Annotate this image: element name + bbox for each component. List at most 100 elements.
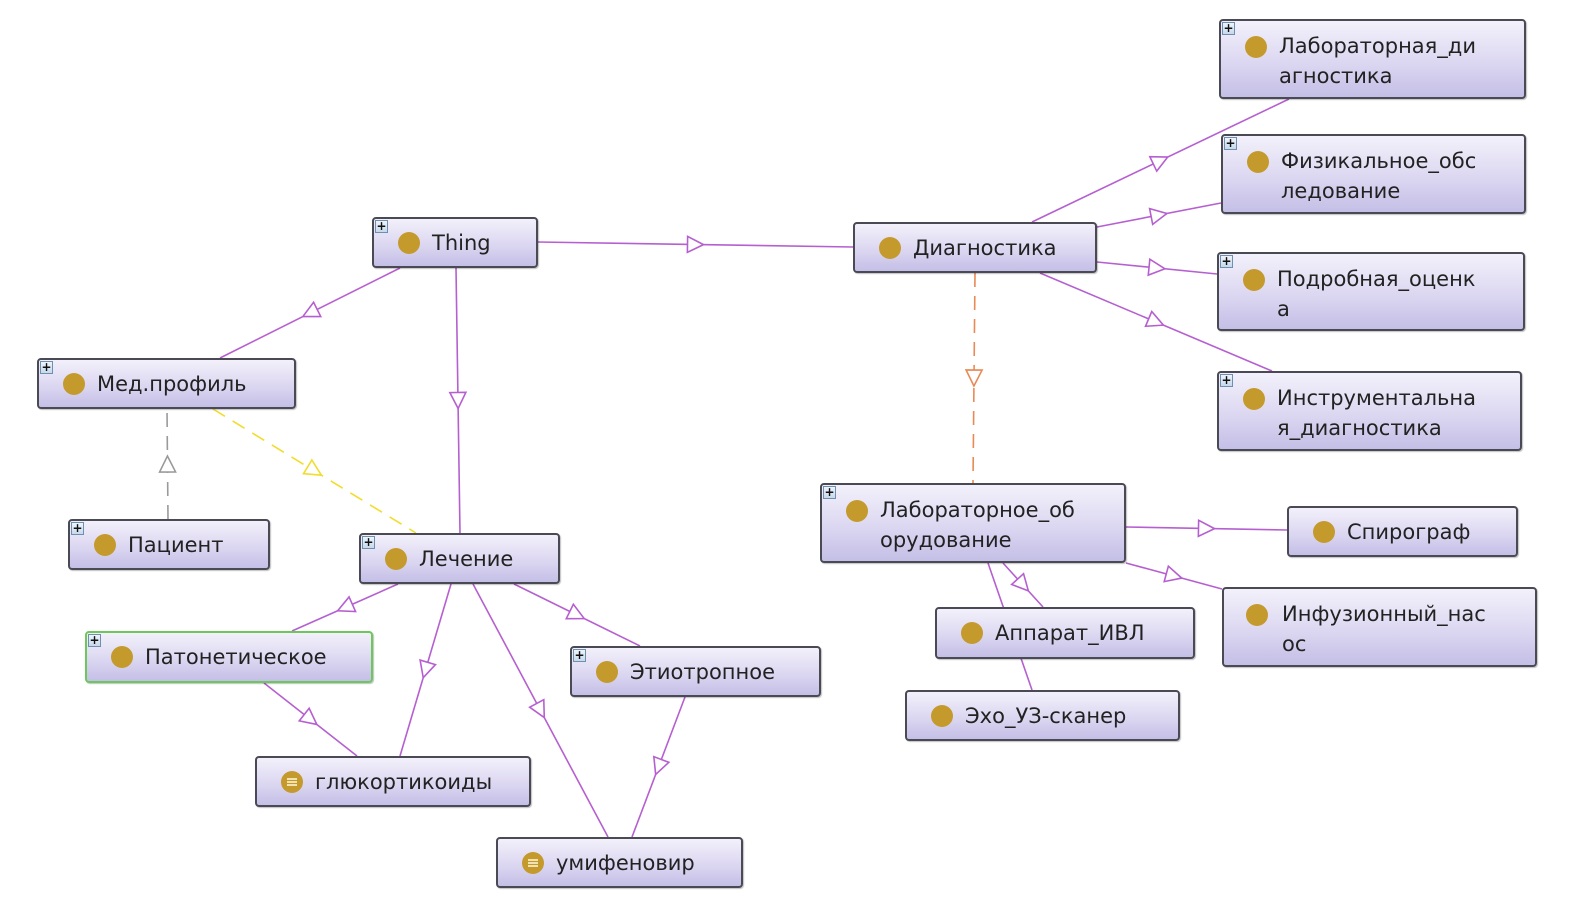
node-treatment[interactable]: + Лечение xyxy=(359,533,560,584)
edge-treatment-to-etiotropic xyxy=(513,583,641,647)
edge-lab-equipment-to-infusion-pump xyxy=(1125,562,1223,590)
subclass-arrowhead-icon xyxy=(964,369,984,388)
node-patient[interactable]: + Пациент xyxy=(68,519,270,570)
class-circle-icon xyxy=(1313,521,1335,543)
node-instrumental-diagnostics[interactable]: + Инструментальна я_диагностика xyxy=(1217,371,1522,451)
node-label: Этиотропное xyxy=(630,660,776,684)
node-pathogenetic[interactable]: + Патонетическое xyxy=(85,631,373,683)
node-ultrasound-scanner[interactable]: Эхо_УЗ-сканер xyxy=(905,690,1180,741)
subclass-arrowhead-icon xyxy=(1148,155,1170,173)
node-lab-diagnostics[interactable]: + Лабораторная_ди агностика xyxy=(1219,19,1526,99)
class-circle-icon xyxy=(596,661,618,683)
edge-lab-equipment-to-spirograph xyxy=(1125,519,1288,538)
node-infusion-pump[interactable]: Инфузионный_нас ос xyxy=(1222,587,1537,667)
subclass-arrowhead-icon xyxy=(448,391,468,411)
edge-treatment-to-glucocorticoids xyxy=(399,583,452,757)
expand-plus-icon[interactable]: + xyxy=(71,521,84,535)
individual-icon xyxy=(522,852,544,874)
subclass-arrowhead-icon xyxy=(1147,257,1167,277)
subclass-arrowhead-icon xyxy=(336,595,357,613)
subclass-arrowhead-icon xyxy=(1148,207,1169,226)
expand-plus-icon[interactable]: + xyxy=(1224,136,1237,150)
node-label: Физикальное_обс ледование xyxy=(1281,149,1477,203)
expand-plus-icon[interactable]: + xyxy=(1222,21,1235,35)
expand-plus-icon[interactable]: + xyxy=(1220,254,1233,268)
edge-pathogenetic-to-glucocorticoids xyxy=(263,682,358,757)
subclass-arrowhead-icon xyxy=(301,300,323,318)
subclass-arrowhead-icon xyxy=(158,454,177,473)
node-physical-exam[interactable]: + Физикальное_обс ледование xyxy=(1221,134,1526,214)
class-circle-icon xyxy=(63,373,85,395)
subclass-arrowhead-icon xyxy=(565,602,586,620)
expand-plus-icon[interactable]: + xyxy=(88,633,101,647)
edge-diagnostics-to-detailed-eval xyxy=(1096,257,1218,277)
node-label: Инфузионный_нас ос xyxy=(1282,602,1486,656)
class-circle-icon xyxy=(94,534,116,556)
node-label: умифеновир xyxy=(556,851,695,875)
expand-plus-icon[interactable]: + xyxy=(823,485,836,499)
edge-etiotropic-to-umifenovir xyxy=(631,696,686,838)
node-label: Пациент xyxy=(128,533,224,557)
node-label: Эхо_УЗ-сканер xyxy=(965,704,1127,728)
expand-plus-icon[interactable]: + xyxy=(375,219,388,233)
node-label: глюкортикоиды xyxy=(315,770,493,794)
subclass-arrowhead-icon xyxy=(419,658,437,680)
class-circle-icon xyxy=(846,500,868,522)
node-diagnostics[interactable]: Диагностика xyxy=(853,222,1097,273)
node-detailed-evaluation[interactable]: + Подробная_оценк а xyxy=(1217,252,1525,331)
edge-diagnostics-to-instr-diag xyxy=(1039,272,1273,372)
subclass-arrowhead-icon xyxy=(1163,564,1184,583)
subclass-arrowhead-icon xyxy=(297,706,319,726)
subclass-arrowhead-icon xyxy=(652,755,671,777)
subclass-arrowhead-icon xyxy=(1197,519,1217,538)
edge-lab-equipment-to-ventilator xyxy=(1002,562,1044,608)
edge-treatment-to-pathogenetic xyxy=(291,583,399,632)
node-etiotropic[interactable]: + Этиотропное xyxy=(570,646,821,697)
node-med-profile[interactable]: + Мед.профиль xyxy=(37,358,296,409)
node-label: Лечение xyxy=(419,547,514,571)
node-spirograph[interactable]: Спирограф xyxy=(1287,506,1518,557)
expand-plus-icon[interactable]: + xyxy=(1220,373,1233,387)
edge-treatment-to-umifenovir xyxy=(472,583,609,838)
subclass-arrowhead-icon xyxy=(1144,310,1166,328)
node-label: Мед.профиль xyxy=(97,372,247,396)
node-umifenovir[interactable]: умифеновир xyxy=(496,837,743,888)
edge-diagnostics-to-lab-equipment xyxy=(964,272,984,484)
expand-plus-icon[interactable]: + xyxy=(573,648,586,662)
node-label: Патонетическое xyxy=(145,645,327,669)
subclass-arrowhead-icon xyxy=(302,458,323,477)
class-circle-icon xyxy=(1247,151,1269,173)
node-glucocorticoids[interactable]: глюкортикоиды xyxy=(255,756,531,807)
class-circle-icon xyxy=(1245,36,1267,58)
node-label: Диагностика xyxy=(913,236,1057,260)
class-circle-icon xyxy=(398,232,420,254)
edge-diagnostics-to-physical-exam xyxy=(1096,202,1222,228)
node-label: Аппарат_ИВЛ xyxy=(995,621,1145,645)
edge-patient-to-med-profile xyxy=(158,408,177,520)
node-thing[interactable]: + Thing xyxy=(372,217,538,268)
node-ventilator[interactable]: Аппарат_ИВЛ xyxy=(935,607,1195,659)
node-label: Thing xyxy=(432,231,491,255)
subclass-arrowhead-icon xyxy=(1010,572,1030,593)
expand-plus-icon[interactable]: + xyxy=(362,535,375,549)
class-circle-icon xyxy=(111,646,133,668)
node-label: Спирограф xyxy=(1347,520,1471,544)
class-circle-icon xyxy=(879,237,901,259)
class-circle-icon xyxy=(1243,388,1265,410)
edge-thing-to-treatment xyxy=(448,267,468,534)
subclass-arrowhead-icon xyxy=(686,235,706,254)
node-label: Лабораторная_ди агностика xyxy=(1279,34,1476,88)
class-circle-icon xyxy=(931,705,953,727)
node-lab-equipment[interactable]: + Лабораторное_об орудование xyxy=(820,483,1126,563)
node-label: Подробная_оценк а xyxy=(1277,267,1476,321)
class-circle-icon xyxy=(961,622,983,644)
node-label: Инструментальна я_диагностика xyxy=(1277,386,1476,440)
node-label: Лабораторное_об орудование xyxy=(880,498,1075,552)
individual-icon xyxy=(281,771,303,793)
class-circle-icon xyxy=(1246,604,1268,626)
expand-plus-icon[interactable]: + xyxy=(40,360,53,374)
class-circle-icon xyxy=(385,548,407,570)
subclass-arrowhead-icon xyxy=(528,698,546,720)
